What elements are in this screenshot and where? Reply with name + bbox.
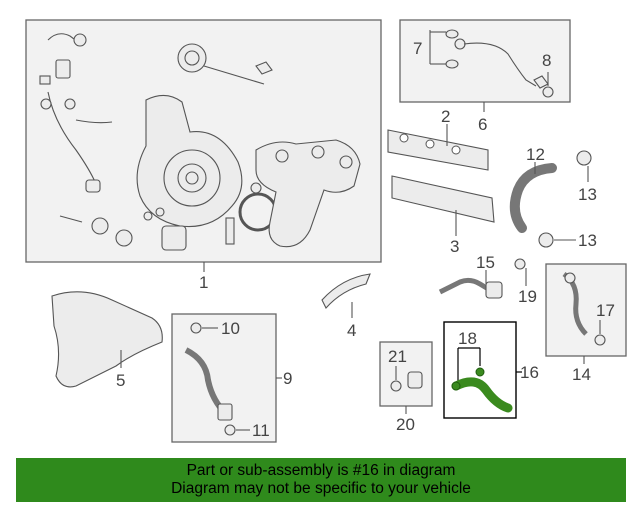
callout-21: 21	[388, 347, 407, 366]
callout-6: 6	[478, 115, 487, 134]
assembly-box-14	[545, 263, 627, 357]
callout-13-upper: 13	[578, 185, 597, 204]
sensor-assembly-20[interactable]	[379, 341, 433, 407]
callout-11: 11	[252, 421, 270, 440]
oil-feed-line-group[interactable]	[399, 19, 571, 103]
parts-diagram: 1 7 8 6 2 3 12 13 13	[25, 19, 627, 443]
callout-19: 19	[518, 287, 537, 306]
assembly-box-20	[379, 341, 433, 407]
callout-13-lower: 13	[578, 231, 597, 250]
callout-7: 7	[413, 39, 422, 58]
banner-line-1: Part or sub-assembly is #16 in diagram	[186, 462, 456, 479]
callout-17: 17	[596, 301, 615, 320]
assembly-box-9	[171, 313, 277, 443]
callout-8: 8	[542, 51, 551, 70]
callout-16: 16	[520, 363, 539, 382]
callout-18: 18	[458, 329, 477, 348]
callout-3: 3	[450, 237, 459, 256]
callout-1: 1	[199, 273, 208, 292]
pipe-assembly-9[interactable]	[171, 313, 277, 443]
banner-line-2: Diagram may not be specific to your vehi…	[171, 480, 471, 497]
callout-4: 4	[347, 321, 356, 340]
callout-10: 10	[221, 319, 240, 338]
callout-2: 2	[441, 107, 450, 126]
assembly-box-6	[399, 19, 571, 103]
heat-shield-4[interactable]	[321, 273, 371, 309]
callout-9: 9	[283, 369, 292, 388]
callout-12: 12	[526, 145, 545, 164]
turbocharger-assembly-group[interactable]	[25, 19, 382, 263]
gasket-parts[interactable]	[387, 129, 495, 223]
hose-and-clamps[interactable]	[509, 150, 592, 248]
callout-14: 14	[572, 365, 591, 384]
callout-5: 5	[116, 371, 125, 390]
coolant-pipe-assembly-14[interactable]	[545, 263, 627, 357]
highlighted-part-16[interactable]	[443, 321, 517, 419]
callout-20: 20	[396, 415, 415, 434]
info-banner: Part or sub-assembly is #16 in diagram D…	[16, 458, 626, 502]
callout-15: 15	[476, 253, 495, 272]
coolant-pipe-15[interactable]	[438, 258, 526, 299]
heat-shield-5[interactable]	[51, 291, 163, 388]
